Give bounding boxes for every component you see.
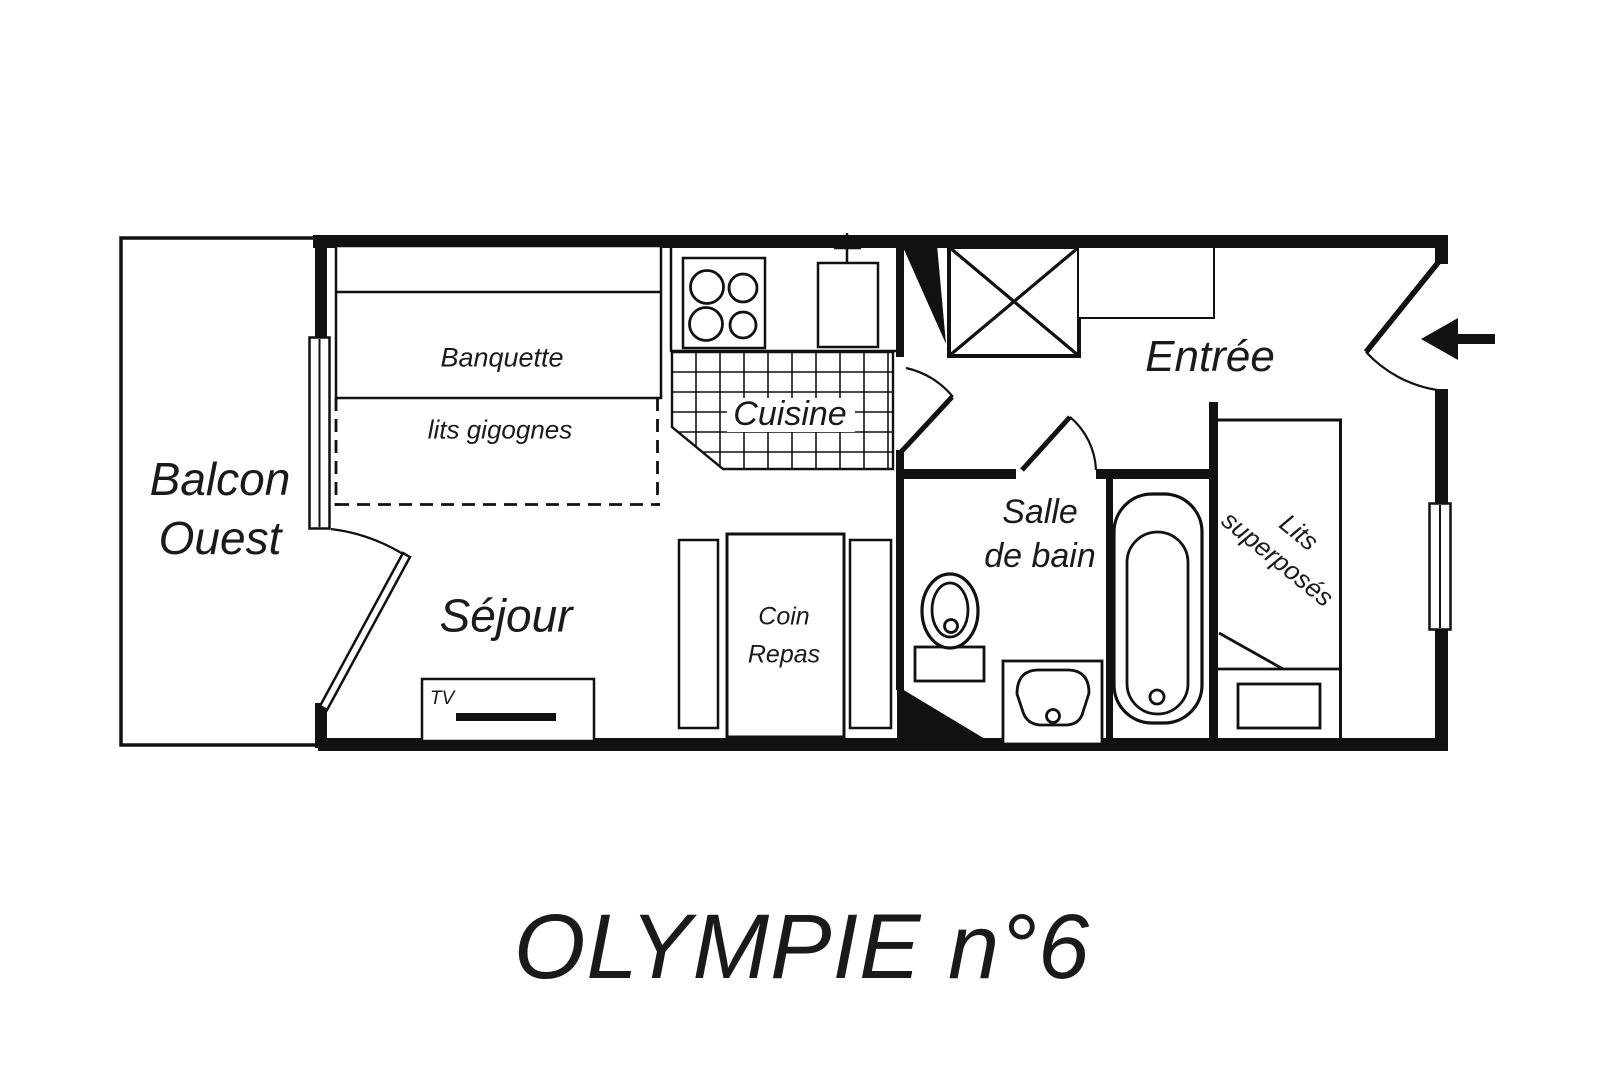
washbasin [1001,659,1104,746]
label-dining-nook: Coin Repas [747,602,821,669]
entry-closet [1077,246,1215,319]
bunk-bed [1218,418,1342,741]
kitchen-tiles [670,350,895,471]
bathroom-corner-wall [897,686,1000,748]
balcony-outline [119,236,319,747]
entrance-door [1363,257,1444,392]
label-balcony: Balcon Ouest [149,453,291,564]
label-living-room: Séjour [439,589,573,642]
dining-table [725,532,846,739]
tv-cabinet [420,677,596,743]
kitchen-door [899,366,954,454]
label-trundle-beds: lits gigognes [427,414,573,445]
banquette-bed [334,244,663,400]
dining-bench-right [848,538,893,730]
label-kitchen: Cuisine [733,395,847,434]
kitchen-sink [816,233,880,349]
label-bathroom: Salle de bain [984,492,1096,575]
west-window [308,336,331,530]
dining-bench-left [677,538,720,730]
plan-title: OLYMPIE n°6 [513,896,1091,999]
label-banquette: Banquette [440,342,564,373]
bathroom-door [1020,415,1098,472]
balcony-door [318,527,412,712]
tv-screen-bar [456,713,556,721]
trundle-bed-outline [334,398,660,506]
east-window [1428,502,1452,631]
wall-wedge [902,245,946,344]
label-tv: TV [430,688,455,709]
bathtub [1112,492,1204,725]
service-shaft [947,245,1081,358]
label-entrance: Entrée [1145,331,1275,381]
entrance-arrow-icon [1421,318,1495,360]
stove [681,256,767,350]
toilet [913,572,986,683]
